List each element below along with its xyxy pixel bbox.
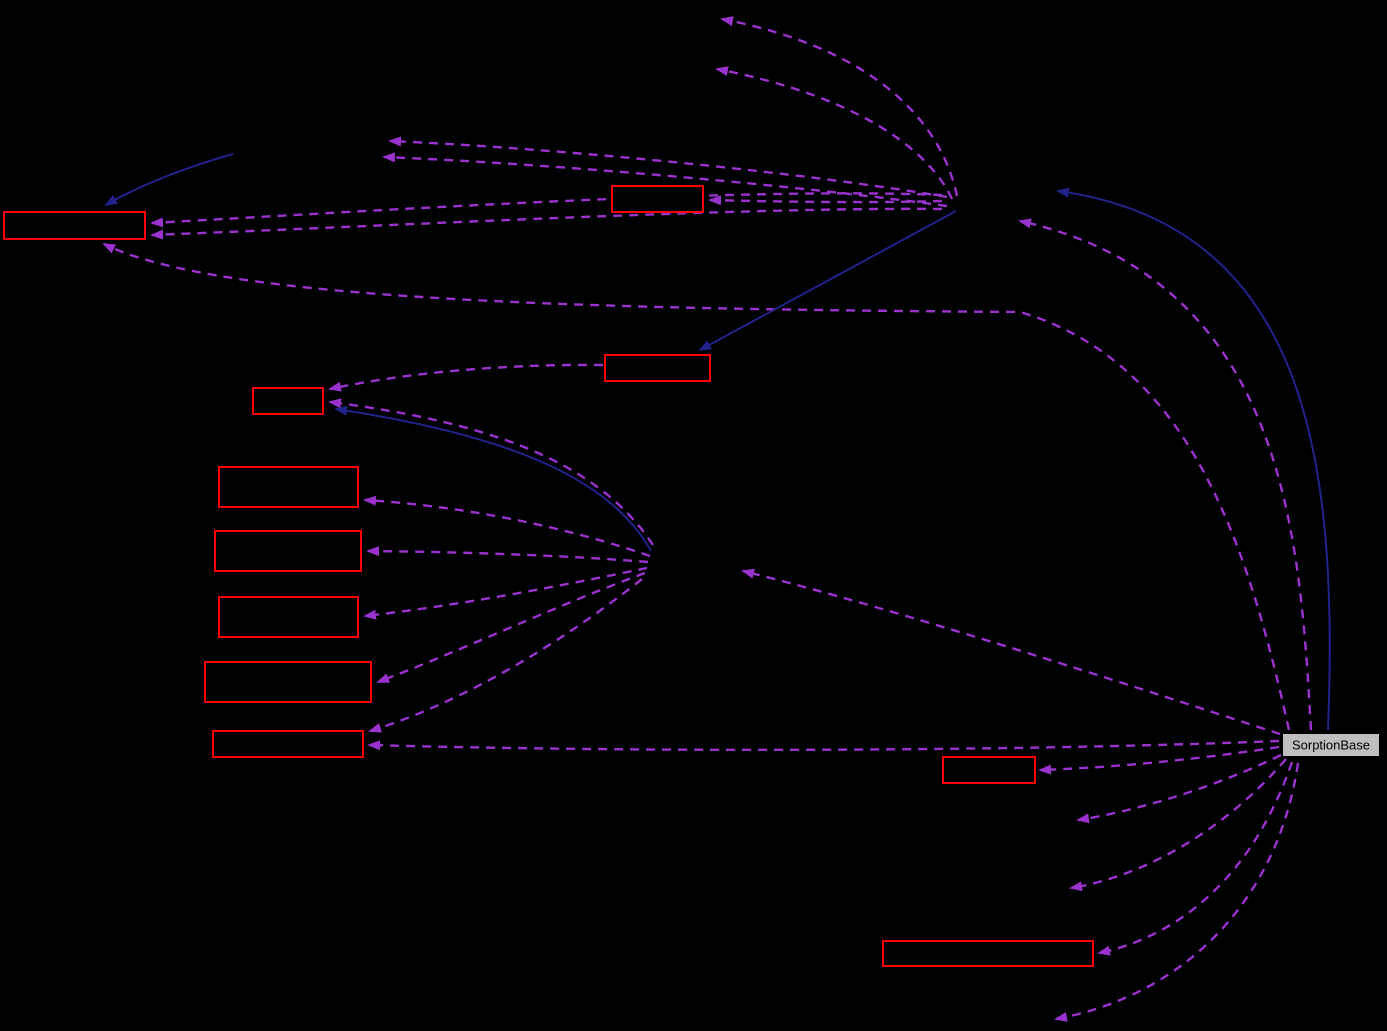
node-small-left-box[interactable] (252, 387, 324, 415)
hub-to-top-node-1-edge (720, 16, 959, 197)
node-top-left-box[interactable] (3, 211, 146, 240)
hub-to-top-left-box-1-edge (150, 192, 943, 228)
node-left-2-box[interactable] (214, 530, 362, 572)
node-left-4-box[interactable] (204, 661, 372, 703)
sorptionbase-to-hidden-1-edge (1076, 753, 1282, 824)
node-a-to-top-left-box-edge (104, 153, 234, 207)
nodes-layer: SorptionBase (3, 185, 1381, 967)
node-b-to-left-2-edge (366, 546, 649, 564)
hub-to-upper-middle-box-edge (708, 195, 943, 206)
hub-to-middle-box-edge (698, 210, 957, 351)
node-left-2[interactable] (214, 530, 362, 572)
sorptionbase-to-top-left-box-edge (102, 242, 1291, 731)
node-b-to-left-5-edge (368, 578, 643, 733)
sorptionbase-to-hidden-3-edge (1054, 762, 1300, 1022)
node-left-3[interactable] (218, 596, 359, 638)
hub-to-top-left-box-2-edge (150, 207, 943, 240)
node-b-to-left-4-edge (376, 571, 646, 684)
node-upper-middle-box[interactable] (611, 185, 704, 213)
edges-layer (102, 16, 1331, 1022)
node-bottom-wide-box[interactable] (882, 940, 1094, 967)
sorptionbase-to-small-right-edge (1038, 745, 1280, 775)
node-lower-right-small[interactable] (942, 756, 1036, 784)
node-b-to-small-left-solid-edge (334, 405, 652, 552)
hub-to-top-node-2-edge (715, 66, 954, 200)
node-b-to-left-3-edge (363, 566, 648, 620)
node-sorption-base: SorptionBase (1281, 732, 1381, 758)
node-left-3-box[interactable] (218, 596, 359, 638)
node-left-5[interactable] (212, 730, 364, 758)
hub-to-node-a-1-edge (388, 136, 948, 199)
node-lower-right-small-box[interactable] (942, 756, 1036, 784)
sorptionbase-to-bottom-wide-edge (1097, 761, 1294, 956)
sorptionbase-to-hub-edge (1018, 218, 1313, 731)
node-sorption-base-label: SorptionBase (1292, 738, 1370, 753)
node-left-5-box[interactable] (212, 730, 364, 758)
node-bottom-wide[interactable] (882, 940, 1094, 967)
node-sorption-base-box (1281, 732, 1381, 758)
node-b-to-small-left-edge (328, 398, 655, 546)
node-top-left[interactable] (3, 211, 146, 240)
sorptionbase-to-left-5-edge (367, 739, 1280, 752)
sorptionbase-to-hub-solid-edge (1056, 187, 1331, 731)
sorptionbase-to-hidden-2-edge (1069, 758, 1287, 892)
node-left-1-box[interactable] (218, 466, 359, 508)
node-left-1[interactable] (218, 466, 359, 508)
node-middle[interactable] (604, 354, 711, 382)
node-upper-middle[interactable] (611, 185, 704, 213)
node-middle-box[interactable] (604, 354, 711, 382)
hub-to-node-a-2-edge (382, 152, 948, 208)
node-small-left[interactable] (252, 387, 324, 415)
middle-box-to-small-left-edge (328, 363, 604, 392)
node-left-4[interactable] (204, 661, 372, 703)
node-b-to-left-1-edge (363, 495, 651, 558)
sorptionbase-to-node-b-edge (741, 568, 1281, 736)
